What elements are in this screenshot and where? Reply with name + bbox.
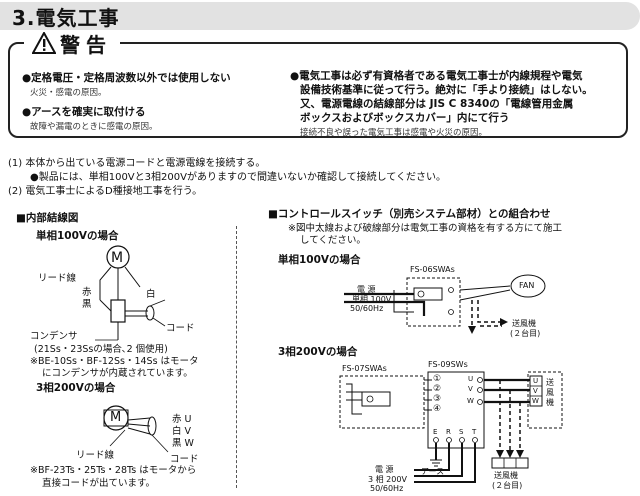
earth-label: アース <box>421 467 445 476</box>
ers-t: T <box>472 428 477 436</box>
uvw-terminal-block <box>529 375 543 407</box>
three-phase-title-left: 3相200Vの場合 <box>36 382 116 394</box>
lead-wire-red <box>99 266 112 300</box>
single-motor-label: M <box>111 250 124 266</box>
ers-r: R <box>446 428 451 436</box>
single-cord-label: コード <box>166 323 195 334</box>
three-w-label: 黒 W <box>172 438 194 449</box>
column-divider <box>236 226 237 488</box>
warning-item-1-title: ●定格電圧・定格周波数以外では使用しない <box>22 72 231 84</box>
control-switch-note-1: ※図中太線および破線部分は電気工事の資格を有する方にて施工 <box>288 223 562 234</box>
single-lead-label: リード線 <box>38 273 77 284</box>
terminal-2: ② <box>433 384 442 394</box>
warning-right-line-4: ボックスおよびボックスカバー」内にて行う <box>300 112 510 124</box>
uvw-u: U <box>468 375 474 383</box>
three-lead-wires <box>127 417 151 435</box>
warning-item-2-title: ●アースを確実に取付ける <box>22 106 146 118</box>
warning-right-sub: 接続不良や誤った電気工事は感電や火災の原因。 <box>300 128 488 138</box>
three-power-label-3: 50/60Hz <box>370 484 404 493</box>
fs07-switch-label: FS-07SWAs <box>342 364 387 373</box>
terminal-1: ① <box>433 374 442 384</box>
three-u-label: 赤 U <box>172 414 192 425</box>
control-switch-diagram <box>339 274 563 483</box>
warning-right-line-3: 又、電源電線の結線部分は JIS C 8340の「電線管用金属 <box>300 98 574 110</box>
single-phase-title-right: 単相100Vの場合 <box>278 254 361 266</box>
lead-wire-white <box>124 266 141 288</box>
ers-e: E <box>433 428 438 436</box>
fan-label: FAN <box>519 281 535 290</box>
control-switch-heading: ■コントロールスイッチ（別売システム部材）との組合わせ <box>268 208 551 220</box>
capacitor-note: (21Ss・23Ssの場合､2 個使用) <box>34 344 168 355</box>
block-v: V <box>533 387 538 395</box>
section-header-band <box>0 2 640 30</box>
uvw-v: V <box>468 385 473 393</box>
three-cord-label: コード <box>170 454 199 465</box>
control-switch-note-2: してください。 <box>300 235 366 246</box>
single-blower-label-1: 送風機 <box>512 319 536 328</box>
internal-wiring-heading: ■内部結線図 <box>16 212 79 224</box>
warning-right-line-2: 設備技術基準に従って行う。絶対に「手より接続」はしない。 <box>300 84 593 96</box>
internal-wiring-diagram <box>95 245 169 453</box>
blower-side-label: 送風機 <box>546 378 554 407</box>
fs06-switch-label: FS-06SWAs <box>410 265 455 274</box>
warning-heading: 警告 <box>24 30 120 57</box>
three-power-lines <box>414 443 476 483</box>
warning-triangle-icon <box>32 32 56 54</box>
three-lead-label: リード線 <box>76 450 115 461</box>
three-power-label-1: 電 源 <box>375 465 394 474</box>
fs09-switch-box <box>427 371 485 449</box>
single-power-label-2: 単相 100V <box>352 295 392 304</box>
capacitor-label: コンデンサ <box>30 331 78 342</box>
instruction-note: ●製品には、単相100Vと3相200Vがありますので間違いないか確認して接続して… <box>30 172 447 183</box>
fan-ellipse <box>510 274 546 298</box>
single-phase-title-left: 単相100Vの場合 <box>36 230 119 242</box>
three-v-label: 白 V <box>172 426 192 437</box>
terminal-4: ④ <box>433 404 442 414</box>
warning-item-1-sub: 火災・感電の原因。 <box>30 88 107 98</box>
terminal-3: ③ <box>433 394 442 404</box>
single-blower-label-2: (２台目) <box>510 329 541 338</box>
three-power-label-2: 3 相 200V <box>368 475 407 484</box>
single-red-label: 赤 <box>82 287 92 298</box>
single-white-label: 白 <box>146 289 156 300</box>
single-power-label-1: 電 源 <box>357 285 376 294</box>
single-power-label-3: 50/60Hz <box>350 304 384 313</box>
block-u: U <box>533 377 539 385</box>
three-blower2-label-2: (２台目) <box>492 481 523 490</box>
capacitor-box <box>110 299 126 323</box>
warning-box <box>8 42 628 138</box>
single-note-2: にコンデンサが内蔵されています。 <box>42 368 193 379</box>
three-motor-label: M <box>110 410 122 425</box>
warning-title: 警告 <box>60 32 112 57</box>
section-title: 3.電気工事 <box>12 6 120 30</box>
three-blower2-label-1: 送風機 <box>494 471 518 480</box>
instruction-2: (2) 電気工事士によるD種接地工事を行う。 <box>8 186 203 197</box>
block-w: W <box>532 397 539 405</box>
single-power-lines <box>344 292 426 316</box>
blower-box <box>527 371 563 429</box>
warning-right-line-1: ●電気工事は必ず有資格者である電気工事士が内線規程や電気 <box>290 70 583 82</box>
cord-end <box>145 305 155 321</box>
three-note-1: ※BF-23Ts・25Ts・28Ts はモータから <box>30 465 197 476</box>
three-note-2: 直接コードが出ています。 <box>42 478 156 489</box>
three-phase-title-right: 3相200Vの場合 <box>278 346 358 358</box>
uvw-w: W <box>467 397 474 405</box>
warning-item-2-sub: 故障や漏電のときに感電の原因。 <box>30 122 158 132</box>
three-output-lines <box>484 378 530 404</box>
instruction-1: (1) 本体から出ている電源コードと電源電線を接続する。 <box>8 158 266 169</box>
single-note-1: ※BE-10Ss・BF-12Ss・14Ss はモータ <box>30 356 199 367</box>
fs09-switch-label: FS-09SWs <box>428 360 468 369</box>
second-uvw-block <box>491 457 529 469</box>
ers-s: S <box>459 428 464 436</box>
single-black-label: 黒 <box>82 299 92 310</box>
